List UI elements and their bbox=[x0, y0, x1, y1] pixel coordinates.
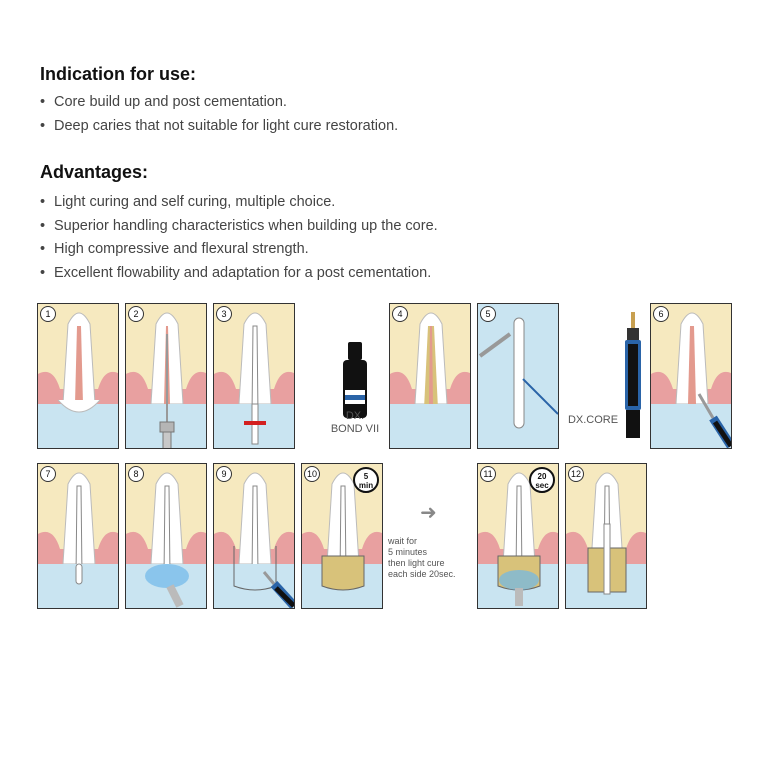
bond-bottle-icon bbox=[343, 342, 367, 418]
step-panel-2: 2 bbox=[125, 303, 207, 449]
tooth-illustration bbox=[38, 464, 118, 608]
right-arrow-icon: ➜ bbox=[420, 502, 437, 524]
step-panel-1: 1 bbox=[37, 303, 119, 449]
step-panel-12: 12 bbox=[565, 463, 647, 609]
list-item: •High compressive and flexural strength. bbox=[40, 241, 309, 257]
step-number: 12 bbox=[568, 466, 584, 482]
list-item: •Light curing and self curing, multiple … bbox=[40, 194, 336, 210]
core-label: DX.CORE bbox=[567, 414, 619, 426]
tooth-illustration bbox=[390, 304, 470, 448]
timer-badge: 20 sec bbox=[529, 467, 555, 493]
indication-heading: Indication for use: bbox=[40, 64, 197, 84]
step-panel-3: 3 bbox=[213, 303, 295, 449]
step-number: 1 bbox=[40, 306, 56, 322]
advantages-heading: Advantages: bbox=[40, 162, 149, 182]
instruction-text: wait for 5 minutes then light cure each … bbox=[388, 536, 456, 579]
step-number: 5 bbox=[480, 306, 496, 322]
step-panel-8: 8 bbox=[125, 463, 207, 609]
tooth-illustration bbox=[126, 304, 206, 448]
step-panel-6: 6 bbox=[650, 303, 732, 449]
step-number: 11 bbox=[480, 466, 496, 482]
step-panel-4: 4 bbox=[389, 303, 471, 449]
step-panel-11: 11 20 sec bbox=[477, 463, 559, 609]
advantages-list: •Light curing and self curing, multiple … bbox=[40, 191, 438, 285]
list-item: •Superior handling characteristics when … bbox=[40, 217, 438, 234]
step-panel-5: 5 bbox=[477, 303, 559, 449]
step-number: 8 bbox=[128, 466, 144, 482]
tooth-illustration bbox=[214, 304, 294, 448]
tooth-illustration bbox=[566, 464, 646, 608]
step-number: 3 bbox=[216, 306, 232, 322]
step-number: 2 bbox=[128, 306, 144, 322]
step-number: 6 bbox=[653, 306, 669, 322]
step-panel-7: 7 bbox=[37, 463, 119, 609]
tooth-illustration bbox=[214, 464, 294, 608]
list-item: •Excellent flowability and adaptation fo… bbox=[40, 264, 432, 281]
step-panel-10: 10 5 min bbox=[301, 463, 383, 609]
step-number: 7 bbox=[40, 466, 56, 482]
step-number: 10 bbox=[304, 466, 320, 482]
step-number: 4 bbox=[392, 306, 408, 322]
tooth-illustration bbox=[38, 304, 118, 448]
list-item: •Core build up and post cementation. bbox=[40, 94, 287, 110]
indication-list: •Core build up and post cementation. •De… bbox=[40, 91, 398, 138]
tooth-illustration bbox=[126, 464, 206, 608]
post-illustration bbox=[478, 317, 558, 429]
tooth-illustration bbox=[651, 304, 731, 448]
step-panel-9: 9 bbox=[213, 463, 295, 609]
step-number: 9 bbox=[216, 466, 232, 482]
core-syringe-icon bbox=[625, 312, 641, 438]
timer-badge: 5 min bbox=[353, 467, 379, 493]
list-item: •Deep caries that not suitable for light… bbox=[40, 117, 399, 134]
bond-label: DX. BOND VII bbox=[330, 410, 380, 435]
